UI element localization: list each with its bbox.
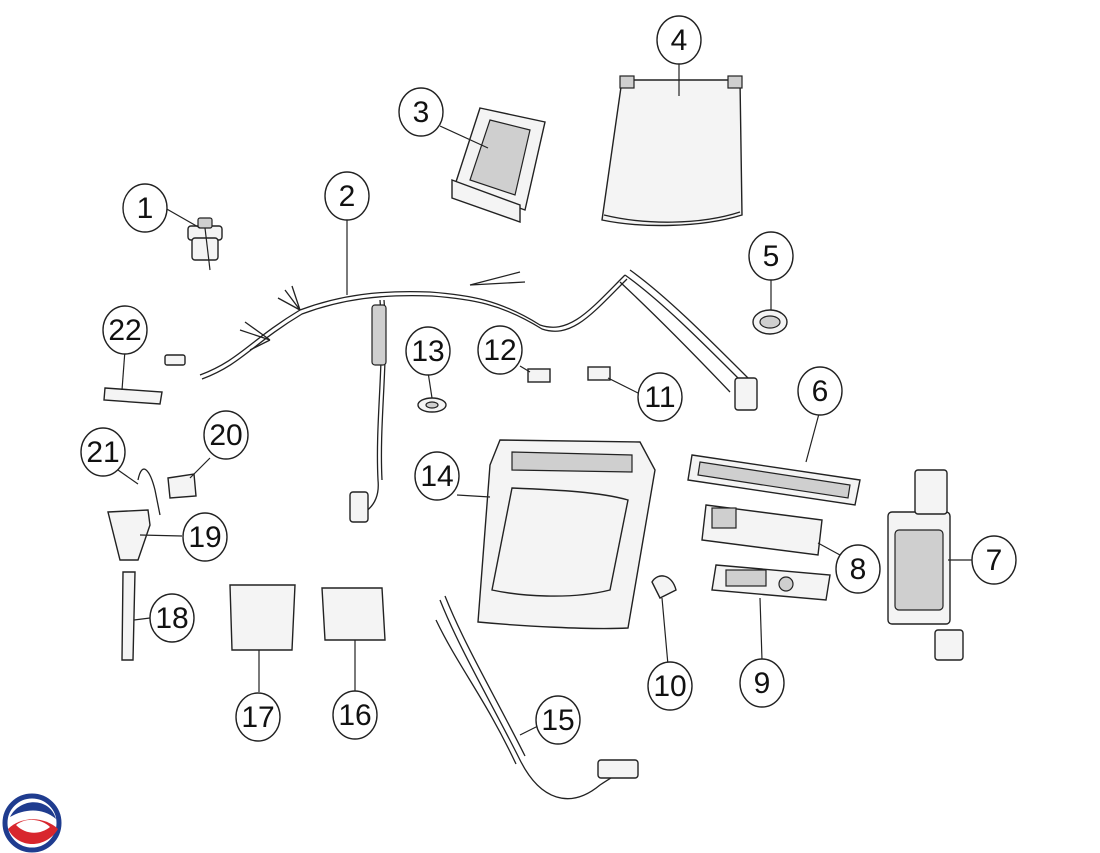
callout-22: 22: [102, 305, 148, 355]
callout-2: 2: [324, 171, 370, 221]
callout-label: 15: [541, 704, 574, 737]
leader-lines: [117, 58, 974, 736]
callout-bubble: [235, 692, 281, 742]
part-14-top-cover: [477, 439, 656, 630]
callout-label: 8: [850, 553, 867, 586]
callout-label: 9: [754, 667, 771, 700]
callout-bubble: [477, 325, 523, 375]
callout-label: 3: [413, 96, 430, 129]
part-18-strip: [121, 571, 136, 661]
part-10-clip: [651, 575, 677, 599]
callout-label: 19: [188, 521, 221, 554]
callout-10: 10: [647, 661, 693, 711]
part-6-control-board: [687, 454, 861, 506]
callout-13: 13: [405, 326, 451, 376]
part-17-bracket: [229, 584, 296, 651]
callout-17: 17: [235, 692, 281, 742]
callout-label: 17: [241, 701, 274, 734]
callout-label: 6: [812, 375, 829, 408]
callout-bubble: [80, 427, 126, 477]
callout-19: 19: [182, 512, 228, 562]
part-15-harness: [435, 595, 639, 800]
callout-8: 8: [835, 544, 881, 594]
part-22-bracket: [103, 387, 163, 405]
callout-bubble: [324, 171, 370, 221]
part-8-sub-board: [701, 504, 823, 556]
callout-bubble: [414, 451, 460, 501]
callout-bubble: [535, 695, 581, 745]
callout-bubble: [971, 535, 1017, 585]
callout-9: 9: [739, 658, 785, 708]
callout-7: 7: [971, 535, 1017, 585]
callout-bubble: [835, 544, 881, 594]
brand-logo-icon: [2, 793, 62, 853]
callout-label: 18: [155, 602, 188, 635]
part-2-wire-harness: [164, 269, 758, 523]
callout-bubble: [637, 372, 683, 422]
callout-label: 5: [763, 240, 780, 273]
callout-4: 4: [656, 15, 702, 65]
part-11-label: [587, 366, 611, 381]
part-13-washer: [417, 397, 447, 413]
callout-bubble: [739, 658, 785, 708]
callout-label: 20: [209, 419, 242, 452]
part-3-dispenser: [451, 107, 546, 223]
callout-label: 16: [338, 699, 371, 732]
callout-bubble: [405, 326, 451, 376]
callout-label: 10: [653, 670, 686, 703]
callout-1: 1: [122, 183, 168, 233]
callout-bubble: [656, 15, 702, 65]
part-16-bracket: [321, 587, 386, 641]
callout-bubble: [102, 305, 148, 355]
callout-bubble: [122, 183, 168, 233]
callout-12: 12: [477, 325, 523, 375]
callout-bubble: [398, 87, 444, 137]
callout-label: 14: [420, 460, 453, 493]
callout-11: 11: [637, 372, 683, 422]
callout-bubble: [182, 512, 228, 562]
callout-bubble: [203, 410, 249, 460]
callout-label: 13: [411, 335, 444, 368]
callout-label: 12: [483, 334, 516, 367]
callout-3: 3: [398, 87, 444, 137]
part-19-latch: [107, 509, 151, 561]
callout-label: 22: [108, 314, 141, 347]
callout-bubble: [149, 593, 195, 643]
part-20-switch: [167, 473, 197, 499]
callout-5: 5: [748, 231, 794, 281]
part-12-label: [527, 368, 551, 383]
callout-20: 20: [203, 410, 249, 460]
callout-21: 21: [80, 427, 126, 477]
callout-bubble: [332, 690, 378, 740]
callout-bubble: [748, 231, 794, 281]
callout-bubble: [797, 366, 843, 416]
callout-label: 7: [986, 544, 1003, 577]
callout-18: 18: [149, 593, 195, 643]
part-4-lid: [601, 75, 743, 227]
callout-14: 14: [414, 451, 460, 501]
part-1-sensor: [187, 217, 223, 271]
callout-label: 4: [671, 24, 688, 57]
callout-label: 21: [86, 436, 119, 469]
part-21-rod: [137, 468, 161, 516]
part-7-pump-assembly: [887, 469, 964, 661]
callout-label: 1: [137, 192, 154, 225]
callout-label: 11: [644, 381, 675, 414]
callout-label: 2: [339, 180, 356, 213]
callout-16: 16: [332, 690, 378, 740]
callout-15: 15: [535, 695, 581, 745]
callout-6: 6: [797, 366, 843, 416]
part-5-seal-ring: [752, 309, 788, 335]
part-9-display-panel: [711, 564, 831, 601]
callout-bubble: [647, 661, 693, 711]
